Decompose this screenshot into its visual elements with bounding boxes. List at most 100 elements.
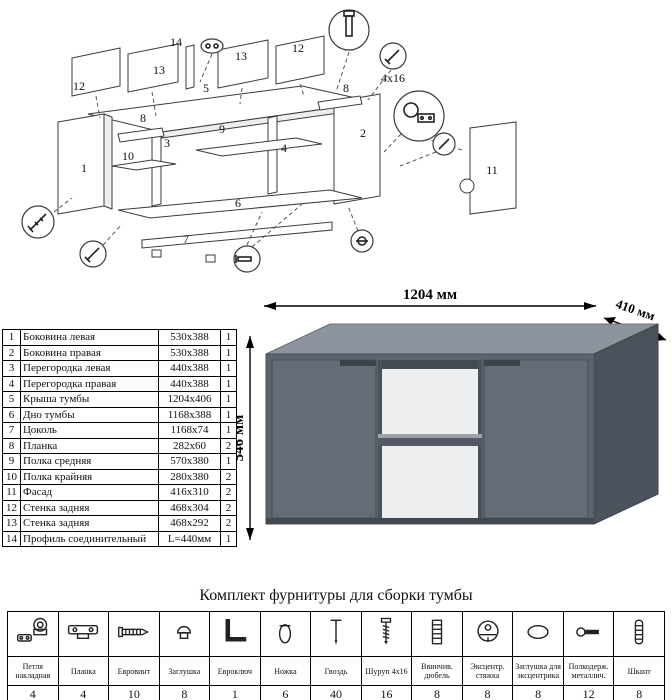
parts-cell-num: 14 [2,530,21,547]
hardware-item-qty: 6 [259,685,312,700]
callout-hinge [393,90,445,142]
hardware-item-name: Евроключ [209,656,261,686]
part-shelf-side-10 [111,159,177,171]
callout-profile-section [200,38,224,54]
parts-cell-num: 12 [2,499,21,516]
parts-cell-qty: 1 [220,375,237,392]
part-number-label: 2 [360,126,366,140]
hardware-item-qty: 40 [310,685,362,700]
shelf-top-edge [378,434,482,438]
part-number-label: 4 [281,141,287,155]
hardware-item-name: Заглушка для эксцентрика [512,656,564,686]
parts-cell-name: Профиль соединительный [20,530,159,547]
part-number-label: 7 [183,232,189,246]
dowel-icon [411,611,463,657]
parts-cell-num: 11 [2,484,21,501]
parts-cell-name: Полка средняя [20,453,159,470]
foot-icon [259,611,312,657]
hardware-item-name: Эксцентр. стяжка [461,656,514,686]
hex-key-icon [209,611,261,657]
part-number-label: 12 [292,41,304,55]
part-bottom-6 [117,189,363,219]
parts-cell-size: 282x60 [158,437,221,454]
hardware-item-name: Шуруп 4x16 [360,656,413,686]
cabinet-top-face [265,323,659,355]
hardware-item-qty: 1 [209,685,261,700]
part-number-label: 10 [122,149,134,163]
parts-cell-name: Перегородка правая [20,375,159,392]
parts-cell-name: Цоколь [20,422,159,439]
hardware-item-name: Гвоздь [310,656,362,686]
part-number-label: 13 [235,49,247,63]
hardware-item-name: Евровинт [108,656,160,686]
leg-front-right [205,254,216,263]
parts-cell-size: 468x304 [158,499,221,516]
nail-icon [310,611,362,657]
part-number-label: 8 [140,111,146,125]
parts-cell-name: Планка [20,437,159,454]
parts-cell-num: 9 [2,453,21,470]
parts-cell-qty: 1 [220,344,237,361]
parts-cell-name: Боковина левая [20,329,159,346]
part-number-label: 14 [170,35,182,49]
hardware-icons-row [7,611,665,657]
parts-cell-qty: 2 [220,499,237,516]
part-side-right-2 [333,93,381,205]
facade-hinge-hole [459,178,475,194]
parts-cell-name: Фасад [20,484,159,501]
part-number-label: 9 [219,122,225,136]
hardware-item-qty: 8 [158,685,211,700]
fastener-glyphs [27,10,450,263]
parts-cell-num: 6 [2,406,21,423]
parts-cell-num: 1 [2,329,21,346]
parts-cell-num: 8 [2,437,21,454]
parts-cell-qty: 1 [220,530,237,547]
hardware-item-name: Полкодерж. металлич. [562,656,615,686]
part-partition-left-3 [151,129,162,207]
cabinet-body [265,323,659,525]
hardware-item-qty: 10 [108,685,160,700]
cabinet-right-face [593,323,659,525]
part-number-label: 3 [164,136,170,150]
part-number-label: 8 [343,81,349,95]
parts-cell-name: Крыша тумбы [20,391,159,408]
parts-cell-size: 280x380 [158,468,221,485]
left-door-handle-groove [340,360,376,366]
part-plinth-7 [141,221,333,249]
part-shelf-middle-9 [195,137,323,157]
part-back-panel-13-left [127,43,179,93]
part-side-left-1-edge [103,113,113,210]
part-plank-8-right [317,95,363,111]
parts-cell-name: Стенка задняя [20,499,159,516]
part-number-label: 5 [203,81,209,95]
hardware-item-name: Петля накладная [7,656,59,686]
leg-front-left [151,249,162,258]
plinth-shadow [266,518,594,524]
part-back-panel-12-left [71,47,121,97]
hardware-item-qty: 8 [613,685,665,700]
part-number-label: 1 [81,161,87,175]
cabinet-render: 1204 мм 410 мм 546 мм [236,288,667,540]
parts-cell-qty: 2 [220,468,237,485]
parts-cell-num: 5 [2,391,21,408]
hardware-item-qty: 4 [7,685,59,700]
parts-cell-qty: 1 [220,391,237,408]
parts-cell-size: 530x388 [158,329,221,346]
oval-cap-icon [512,611,564,657]
hardware-item-name: Шкант [613,656,665,686]
hardware-item-name: Заглушка [158,656,211,686]
parts-cell-size: 1168x388 [158,406,221,423]
